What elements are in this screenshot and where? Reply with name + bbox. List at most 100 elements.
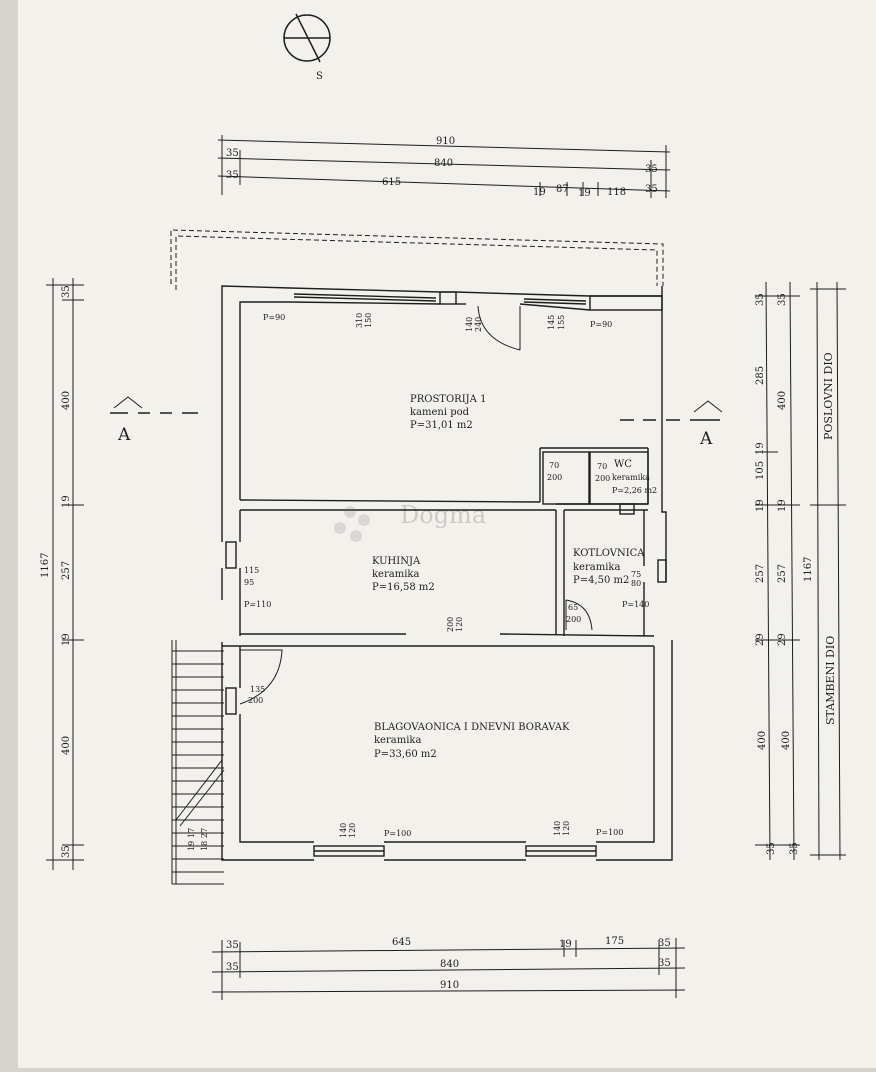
dim-left-total: 1167 [40, 553, 51, 578]
room-name: PROSTORIJA 1 [410, 394, 486, 405]
dim-right-35d: 35 [789, 842, 800, 855]
dim-bottom-wall-right-2: 35 [658, 958, 671, 969]
opening-310: 310 [355, 313, 364, 328]
room-name: WC [614, 459, 632, 470]
dim-right-257a: 257 [755, 564, 766, 583]
room-name: KUHINJA [372, 556, 421, 567]
room-area: P=2,26 m2 [612, 486, 657, 495]
dim-left-400a: 400 [61, 391, 72, 410]
dim-right-285: 285 [755, 366, 766, 385]
paper [18, 0, 876, 1068]
section-arrow-icon [113, 396, 723, 413]
section-cut-lines [110, 412, 720, 421]
dim-top-wall-right-1: 35 [645, 164, 658, 175]
room-boravak: BLAGOVAONICA I DNEVNI BORAVAK keramika P… [374, 722, 570, 760]
staircase [171, 640, 225, 885]
dim-right-19c: 19 [777, 499, 788, 512]
dim-top-19b: 19 [578, 188, 591, 199]
dim-left-19a: 19 [61, 495, 72, 508]
room-floor: kameni pod [410, 407, 470, 418]
room-area: P=33,60 m2 [374, 749, 437, 760]
dim-top-wall-left-2: 35 [226, 170, 239, 181]
room-kotlovnica: KOTLOVNICA keramika P=4,50 m2 [573, 548, 645, 586]
opening-p110: P=110 [244, 600, 271, 609]
room-area: P=31,01 m2 [410, 420, 473, 431]
room-floor: keramika [573, 562, 620, 573]
left-dimension-lines [46, 278, 84, 870]
watermark-text: Dogma [400, 501, 486, 529]
dim-left-257: 257 [61, 561, 72, 580]
dim-bottom-wall-left-1: 35 [226, 940, 239, 951]
dim-right-105: 105 [755, 461, 766, 480]
dim-right-400b: 400 [757, 731, 768, 750]
stair-dim-17: 17 [187, 828, 196, 838]
kot-dim-65: 65 [568, 603, 578, 612]
room-area: P=16,58 m2 [372, 582, 435, 593]
dim-bottom-inner: 840 [440, 959, 459, 970]
door-240: 240 [474, 317, 483, 332]
terrace-outline [170, 229, 664, 290]
opening-p140: P=140 [622, 600, 649, 609]
room-area: P=4,50 m2 [573, 575, 629, 586]
window-120b: 120 [562, 821, 571, 836]
stair-dim-19: 19 [187, 841, 196, 851]
dim-left-400b: 400 [61, 736, 72, 755]
window-140b: 140 [553, 821, 562, 836]
wc-dim-200a: 200 [547, 473, 562, 482]
room-floor: keramika [612, 473, 650, 482]
compass-icon [283, 13, 331, 63]
dim-top-segment: 615 [382, 177, 401, 188]
dim-left-35a: 35 [61, 285, 72, 298]
door-140: 140 [465, 317, 474, 332]
dim-top-wall-right-2: 35 [645, 184, 658, 195]
dim-right-400a: 400 [777, 391, 788, 410]
kot-dim-200: 200 [566, 615, 581, 624]
dim-left-35b: 35 [61, 845, 72, 858]
dim-right-19b: 19 [755, 499, 766, 512]
opening-p100-right: P=100 [596, 828, 623, 837]
boravak-door-135: 135 [250, 685, 265, 694]
room-name: BLAGOVAONICA I DNEVNI BORAVAK [374, 722, 570, 733]
wc-dim-70a: 70 [549, 461, 559, 470]
wc-dim-70b: 70 [597, 462, 607, 471]
door-swings [239, 305, 593, 705]
walls [221, 285, 673, 861]
bottom-dimension-lines [211, 938, 686, 1000]
label-poslovni-dio: POSLOVNI DIO [822, 352, 835, 440]
label-stambeni-dio: STAMBENI DIO [824, 636, 837, 725]
dim-top-118: 118 [607, 187, 626, 198]
right-dimension-lines [755, 281, 846, 861]
door-200: 200 [446, 617, 455, 632]
dim-right-35b: 35 [777, 293, 788, 306]
top-dimension-lines [217, 135, 671, 198]
watermark: Dogma [334, 501, 486, 542]
room-kuhinja: KUHINJA keramika P=16,58 m2 [372, 556, 435, 593]
dim-right-29a: 29 [755, 633, 766, 646]
kot-dim-75: 75 [631, 570, 641, 579]
dim-right-35c: 35 [766, 842, 777, 855]
room-floor: keramika [372, 569, 419, 580]
opening-145: 145 [547, 315, 556, 330]
dim-right-19a: 19 [755, 442, 766, 455]
dim-top-19a: 19 [533, 187, 546, 198]
boravak-door-200: 200 [248, 696, 263, 705]
kot-dim-80: 80 [631, 579, 641, 588]
dim-bottom-wall-left-2: 35 [226, 962, 239, 973]
dim-right-29b: 29 [777, 633, 788, 646]
dim-bottom-175: 175 [605, 936, 624, 947]
dim-top-wall-left-1: 35 [226, 148, 239, 159]
dim-top-87: 87 [556, 184, 569, 195]
kuhinja-dim-115: 115 [244, 566, 259, 575]
opening-155: 155 [557, 315, 566, 330]
dim-bottom-645: 645 [392, 937, 411, 948]
dim-right-total: 1167 [803, 557, 814, 582]
wc-dim-200b: 200 [595, 474, 610, 483]
room-floor: keramika [374, 735, 421, 746]
dim-top-inner: 840 [434, 158, 453, 169]
opening-p100-left: P=100 [384, 829, 411, 838]
dim-bottom-19: 19 [559, 939, 572, 950]
room-wc: WC keramika P=2,26 m2 [612, 459, 657, 495]
dim-bottom-total: 910 [440, 980, 459, 991]
